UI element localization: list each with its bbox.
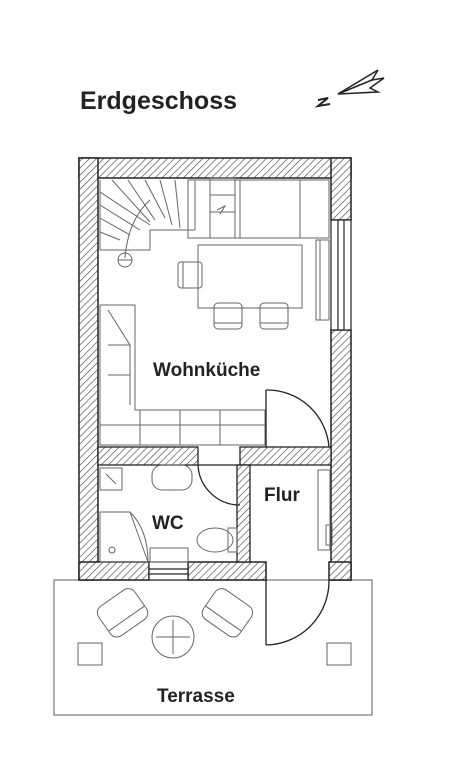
exterior-walls xyxy=(78,157,352,581)
kitchen-counter xyxy=(187,179,330,321)
room-label-living: Wohnküche xyxy=(153,360,260,381)
north-arrow-icon xyxy=(314,69,385,108)
plan-title: Erdgeschoss xyxy=(80,87,237,115)
door-living-hall xyxy=(265,389,330,448)
terrace-furniture xyxy=(77,588,352,666)
room-label-hall: Flur xyxy=(264,485,300,506)
terrace-area xyxy=(53,579,373,716)
door-entrance xyxy=(265,579,330,646)
interior-walls xyxy=(97,446,332,563)
window-wc xyxy=(148,561,189,581)
dining-table xyxy=(177,244,303,330)
window-east xyxy=(330,219,352,331)
staircase xyxy=(99,177,236,268)
wc-fixtures xyxy=(99,464,238,563)
door-wc xyxy=(197,464,241,506)
hall-fixtures xyxy=(317,469,333,551)
room-label-wc: WC xyxy=(152,513,184,534)
sofa xyxy=(99,304,266,446)
room-label-terrace: Terrasse xyxy=(157,686,235,707)
